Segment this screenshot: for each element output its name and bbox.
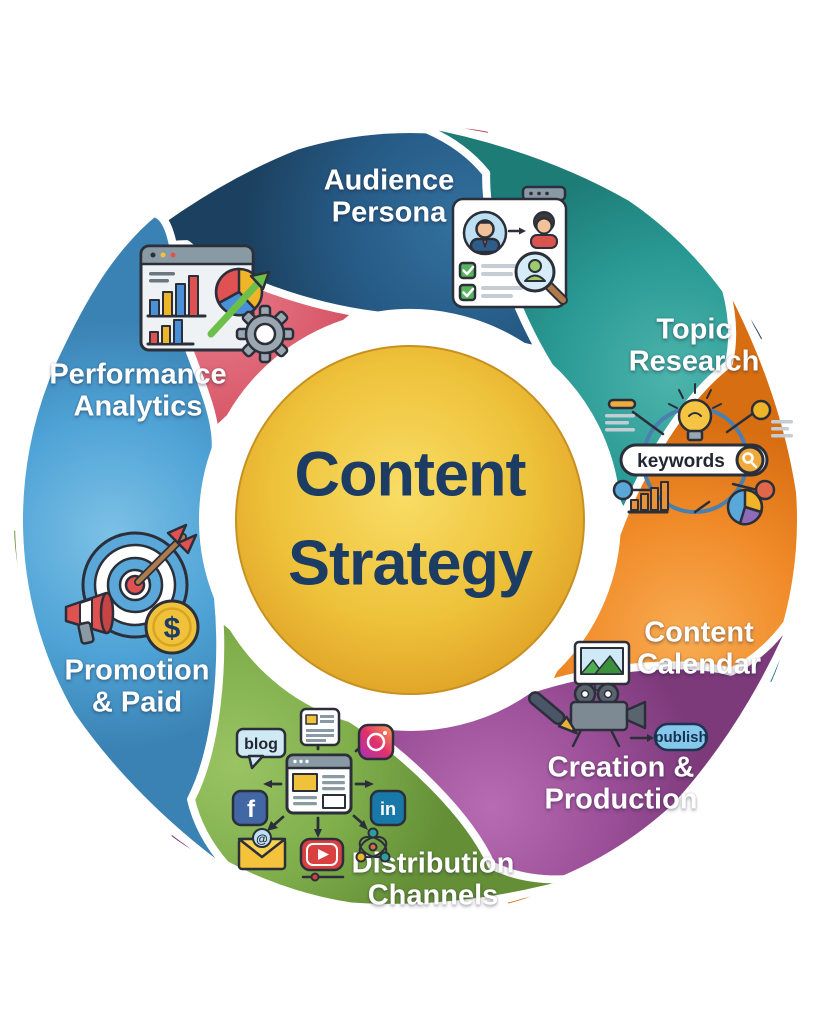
label-line: Performance [49, 358, 227, 391]
label-line: Promotion [64, 654, 210, 687]
label-line: Creation & [547, 751, 695, 784]
label-line: Production [544, 784, 698, 816]
label-line: Calendar [636, 649, 762, 681]
label-line: & Paid [91, 687, 183, 719]
segment-label-audience-persona: Audience Persona [324, 165, 455, 230]
label-line: Audience [323, 164, 455, 197]
center-title-line1: Content [294, 439, 527, 510]
label-line: Persona [331, 197, 447, 229]
segment-label-creation-production: Creation & Production [544, 752, 697, 817]
label-line: Research [628, 346, 760, 378]
label-line: Content [644, 616, 754, 649]
segment-label-content-calendar: Content Calendar [637, 617, 761, 682]
segment-label-promotion-paid: Promotion & Paid [65, 655, 210, 720]
center-title-line2: Strategy [287, 529, 533, 599]
label-line: Channels [367, 880, 499, 912]
label-line: Topic [656, 313, 732, 346]
label-line: Distribution [351, 847, 515, 880]
center-title: Content Strategy [287, 431, 533, 610]
segment-label-performance-analytics: Performance Analytics [49, 359, 226, 424]
center-circle [235, 345, 585, 695]
label-line: Analytics [73, 391, 203, 423]
segment-label-topic-research: Topic Research [629, 314, 760, 379]
segment-label-distribution-channels: Distribution Channels [352, 848, 515, 913]
